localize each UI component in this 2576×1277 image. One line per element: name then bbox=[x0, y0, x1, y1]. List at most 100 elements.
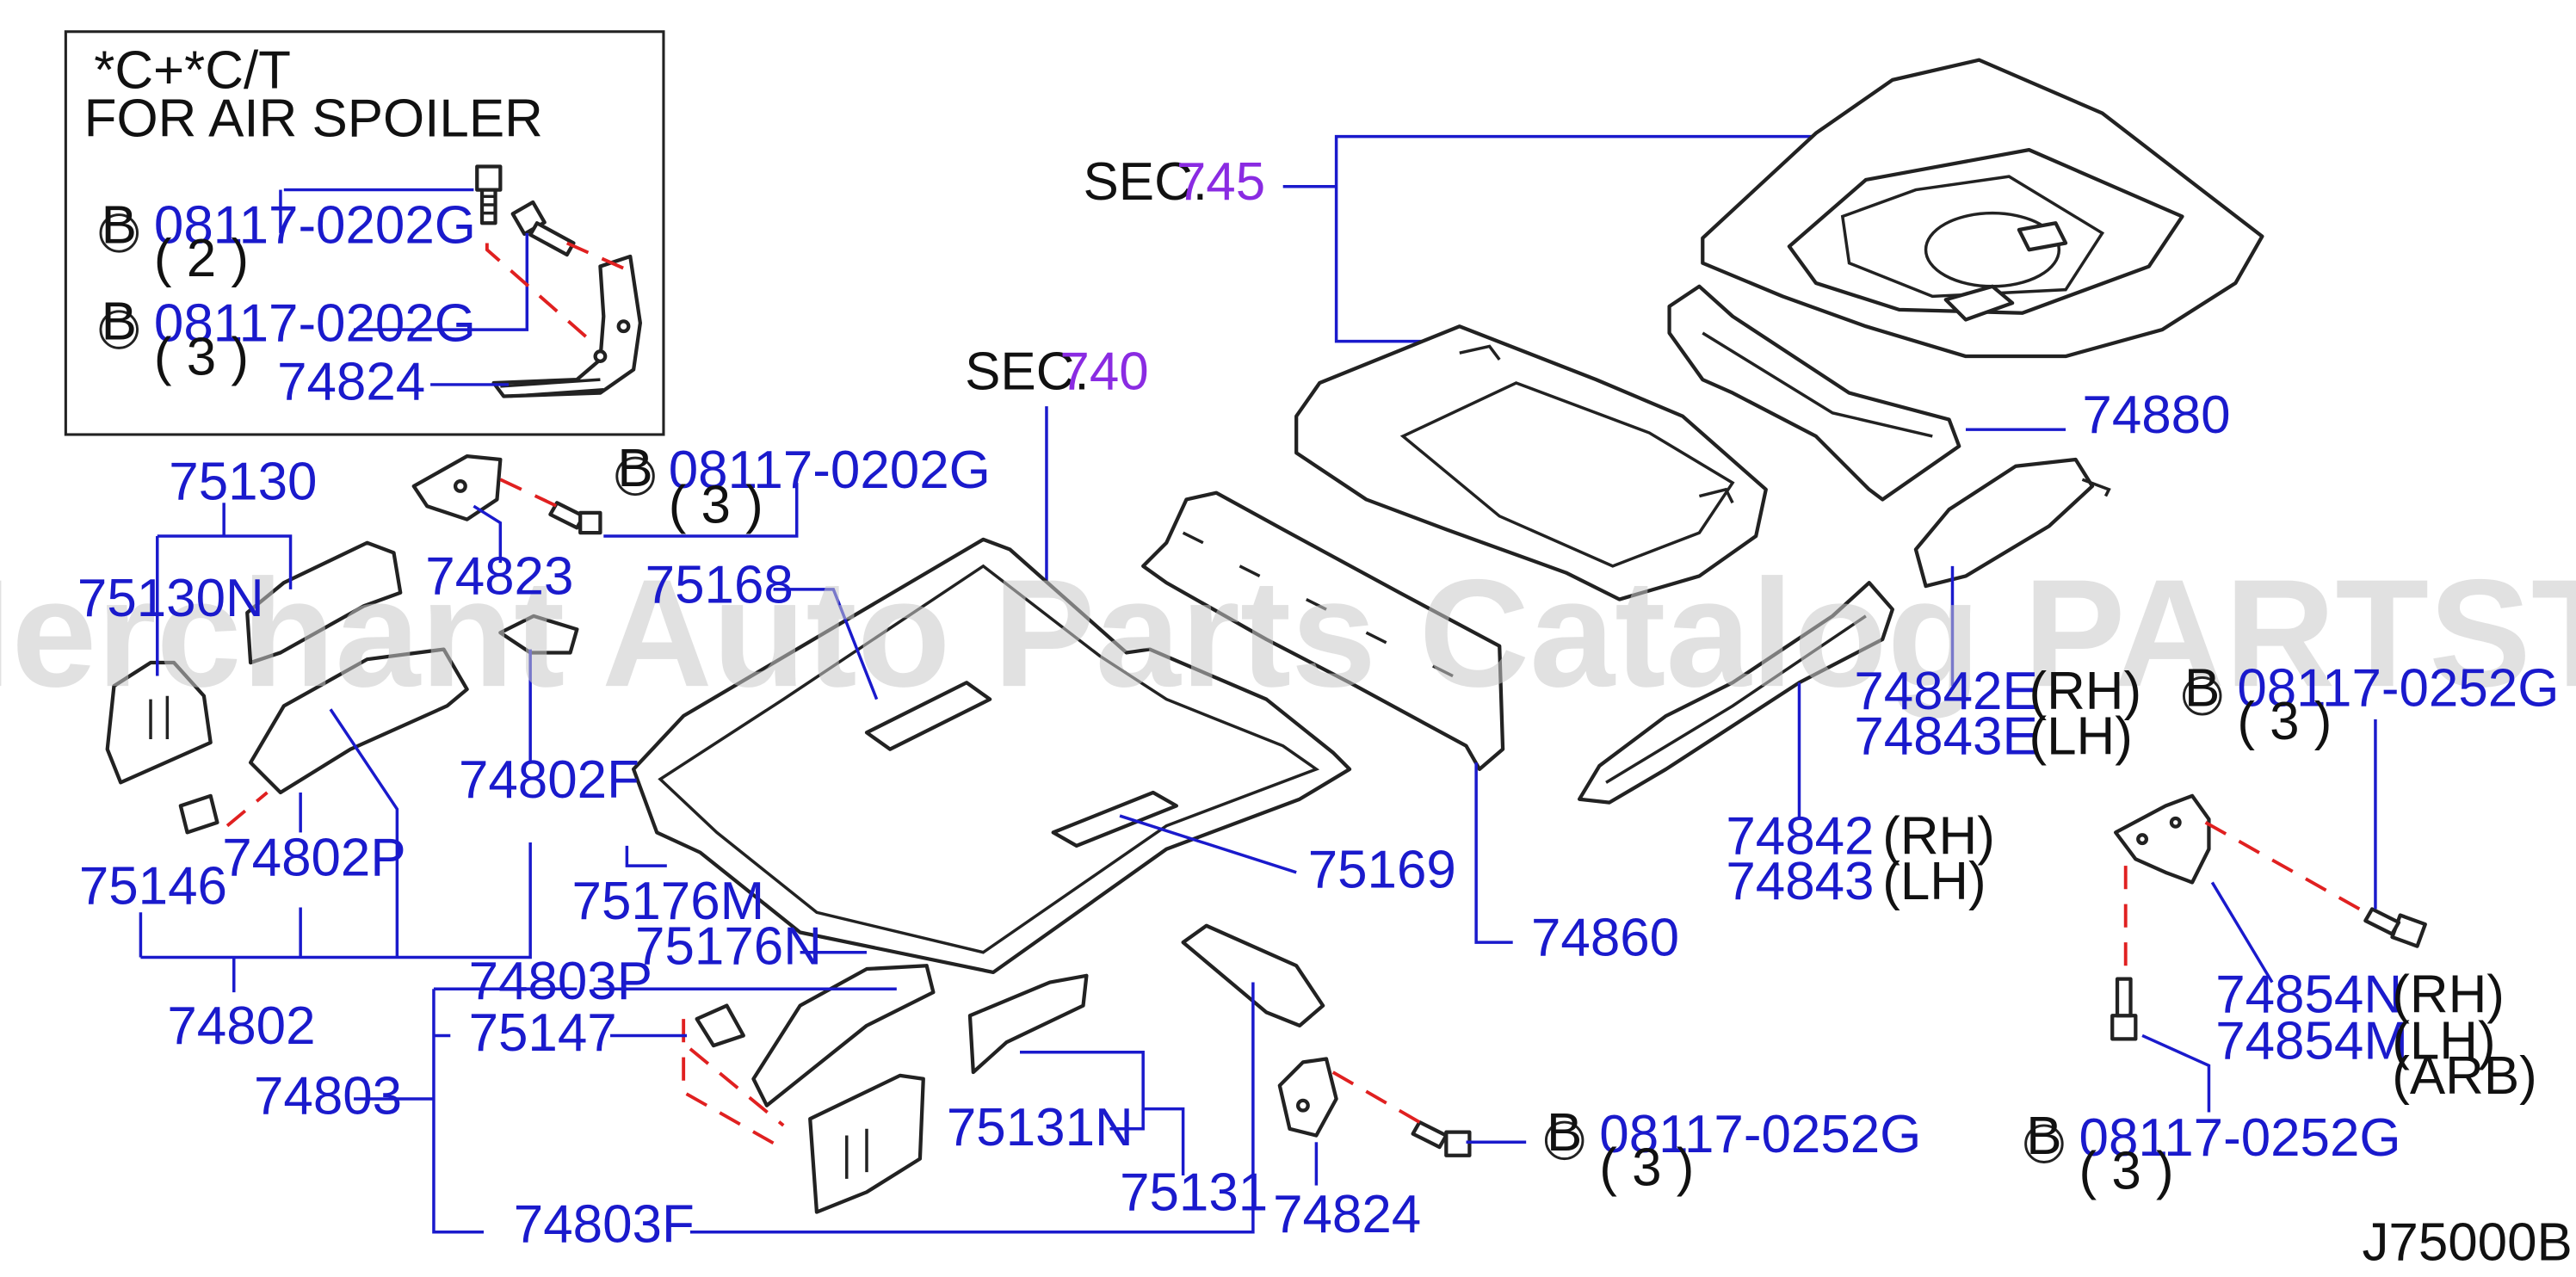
part-75147[interactable]: 75147 bbox=[469, 1003, 617, 1063]
inset-b2-circle: B bbox=[102, 293, 137, 352]
inset-b2-part[interactable]: 08117-0202G bbox=[154, 294, 476, 354]
part-74842[interactable]: 74842 bbox=[1726, 807, 1874, 867]
inset-b2-qty: ( 3 ) bbox=[154, 327, 249, 386]
sec745-leader bbox=[1282, 134, 1813, 343]
part-74823-drawing bbox=[411, 454, 503, 521]
part-74802p-drawing bbox=[248, 647, 469, 795]
part-74854m[interactable]: 74854M bbox=[2215, 1012, 2408, 1071]
bolt-icon bbox=[2110, 977, 2138, 1041]
part-74802f[interactable]: 74802F bbox=[459, 750, 639, 810]
rear-floor-panel-drawing bbox=[1701, 58, 2264, 359]
bolt-top-part[interactable]: 08117-0202G bbox=[669, 441, 991, 500]
dashed-guide bbox=[565, 241, 628, 272]
bolt-bottom-right-qty: ( 3 ) bbox=[2079, 1141, 2174, 1200]
dashed-guide bbox=[2204, 821, 2367, 914]
dashed-guide bbox=[1331, 1070, 1421, 1124]
inset-b1-qty: ( 2 ) bbox=[154, 229, 249, 288]
side-lh-1: (LH) bbox=[2029, 706, 2132, 766]
side-rh-1: (RH) bbox=[2029, 662, 2141, 721]
part-74824-lower-drawing bbox=[1277, 1057, 1338, 1138]
dashed-guide bbox=[499, 478, 558, 508]
inset-part-74824[interactable]: 74824 bbox=[277, 352, 425, 411]
bolt-label-bottom-mid: B 08117-0252G ( 3 ) bbox=[1544, 1103, 1921, 1198]
part-75146-drawing bbox=[178, 793, 219, 835]
bolt-label-right: B 08117-0252G ( 3 ) bbox=[2182, 658, 2559, 751]
bolt-icon bbox=[548, 501, 602, 535]
part-74860[interactable]: 74860 bbox=[1531, 909, 1679, 968]
dashed-guide bbox=[485, 243, 598, 348]
mid-floor-panel-drawing bbox=[1294, 324, 1768, 601]
bolt-bottom-mid-part[interactable]: 08117-0252G bbox=[1599, 1105, 1921, 1164]
bolt-right-qty: ( 3 ) bbox=[2237, 692, 2332, 751]
part-labels: 75130 75130N 74823 75168 74802F 74802P 7… bbox=[77, 386, 2576, 1273]
part-74842e[interactable]: 74842E bbox=[1854, 662, 2037, 721]
part-74803f[interactable]: 74803F bbox=[514, 1194, 695, 1254]
part-75131[interactable]: 75131 bbox=[1120, 1163, 1268, 1223]
bolt-right-part[interactable]: 08117-0252G bbox=[2237, 658, 2559, 718]
inset-bolt-angled-icon bbox=[510, 200, 576, 257]
inset-line1: *C+*C/T bbox=[94, 41, 291, 101]
side-rh-2: (RH) bbox=[1882, 807, 1995, 867]
bolt-icon bbox=[2363, 907, 2427, 948]
part-74803[interactable]: 74803 bbox=[254, 1066, 402, 1126]
sec740-prefix: SEC. bbox=[965, 342, 1089, 402]
bolt-label-top: B 08117-0202G ( 3 ) bbox=[615, 439, 991, 535]
crossmember-74860-drawing bbox=[1141, 490, 1505, 772]
part-75168[interactable]: 75168 bbox=[646, 555, 794, 614]
dashed-guide bbox=[682, 1019, 785, 1151]
dashed-guide bbox=[225, 791, 269, 828]
bolt-top-circle: B bbox=[617, 439, 652, 498]
part-74802[interactable]: 74802 bbox=[167, 996, 315, 1056]
part-75131-drawing bbox=[967, 973, 1089, 1075]
bolt-circle-icon bbox=[1544, 1120, 1585, 1161]
inset-line2: FOR AIR SPOILER bbox=[84, 89, 543, 149]
part-75146[interactable]: 75146 bbox=[79, 857, 227, 916]
part-74802p[interactable]: 74802P bbox=[222, 829, 405, 888]
part-75176m[interactable]: 75176M bbox=[572, 872, 765, 931]
inset-b1-circle: B bbox=[102, 195, 137, 255]
part-75130[interactable]: 75130 bbox=[169, 452, 317, 511]
part-74802f-drawing bbox=[498, 614, 579, 655]
bolt-circle-icon bbox=[99, 213, 139, 253]
bolt-right-circle: B bbox=[2184, 658, 2220, 718]
sec745-prefix: SEC. bbox=[1084, 152, 1208, 212]
side-lh-3: (LH) bbox=[2392, 1012, 2495, 1071]
bolt-icon bbox=[1411, 1120, 1472, 1157]
side-member-74842e-drawing bbox=[1913, 457, 2111, 589]
diagram-code: J75000BN bbox=[2362, 1213, 2576, 1273]
bolt-top-qty: ( 3 ) bbox=[669, 476, 763, 535]
part-74843e[interactable]: 74843E bbox=[1854, 706, 2037, 766]
bracket-74854-drawing bbox=[2113, 793, 2211, 885]
bolt-circle-icon bbox=[99, 310, 139, 349]
side-rh-3: (RH) bbox=[2392, 965, 2505, 1024]
part-75176n[interactable]: 75176N bbox=[635, 916, 822, 976]
part-74803f-drawing bbox=[808, 1073, 925, 1214]
bolt-bottom-mid-circle: B bbox=[1547, 1103, 1582, 1163]
part-74823[interactable]: 74823 bbox=[425, 547, 573, 607]
inset-spoiler-bracket-icon bbox=[491, 254, 642, 398]
side-lh-2: (LH) bbox=[1882, 852, 1986, 911]
part-74824[interactable]: 74824 bbox=[1273, 1185, 1421, 1244]
side-member-74842-drawing bbox=[1577, 581, 1894, 805]
part-75169[interactable]: 75169 bbox=[1308, 840, 1456, 899]
part-74843[interactable]: 74843 bbox=[1726, 852, 1874, 911]
part-75131n[interactable]: 75131N bbox=[947, 1098, 1134, 1157]
bolt-circle-icon bbox=[2182, 676, 2222, 716]
inset-b1-part[interactable]: 08117-0202G bbox=[154, 195, 476, 255]
bolt-bottom-right-part[interactable]: 08117-0252G bbox=[2079, 1108, 2401, 1168]
part-74854n[interactable]: 74854N bbox=[2215, 965, 2402, 1024]
member-74880-drawing bbox=[1667, 284, 1961, 502]
part-75130n-drawing bbox=[105, 660, 213, 785]
part-74880[interactable]: 74880 bbox=[2082, 386, 2230, 445]
part-75147-drawing bbox=[695, 1003, 745, 1048]
part-75130-drawing bbox=[245, 540, 403, 665]
sec745-number[interactable]: 745 bbox=[1177, 152, 1265, 212]
leader-line bbox=[354, 232, 529, 331]
side-arb: (ARB) bbox=[2392, 1046, 2537, 1106]
leader-lines bbox=[139, 428, 2377, 1234]
part-75130n[interactable]: 75130N bbox=[77, 569, 264, 628]
inset-bolt-vertical-icon bbox=[475, 164, 503, 225]
part-74803p[interactable]: 74803P bbox=[469, 952, 652, 1011]
sec740-number[interactable]: 740 bbox=[1059, 342, 1148, 402]
